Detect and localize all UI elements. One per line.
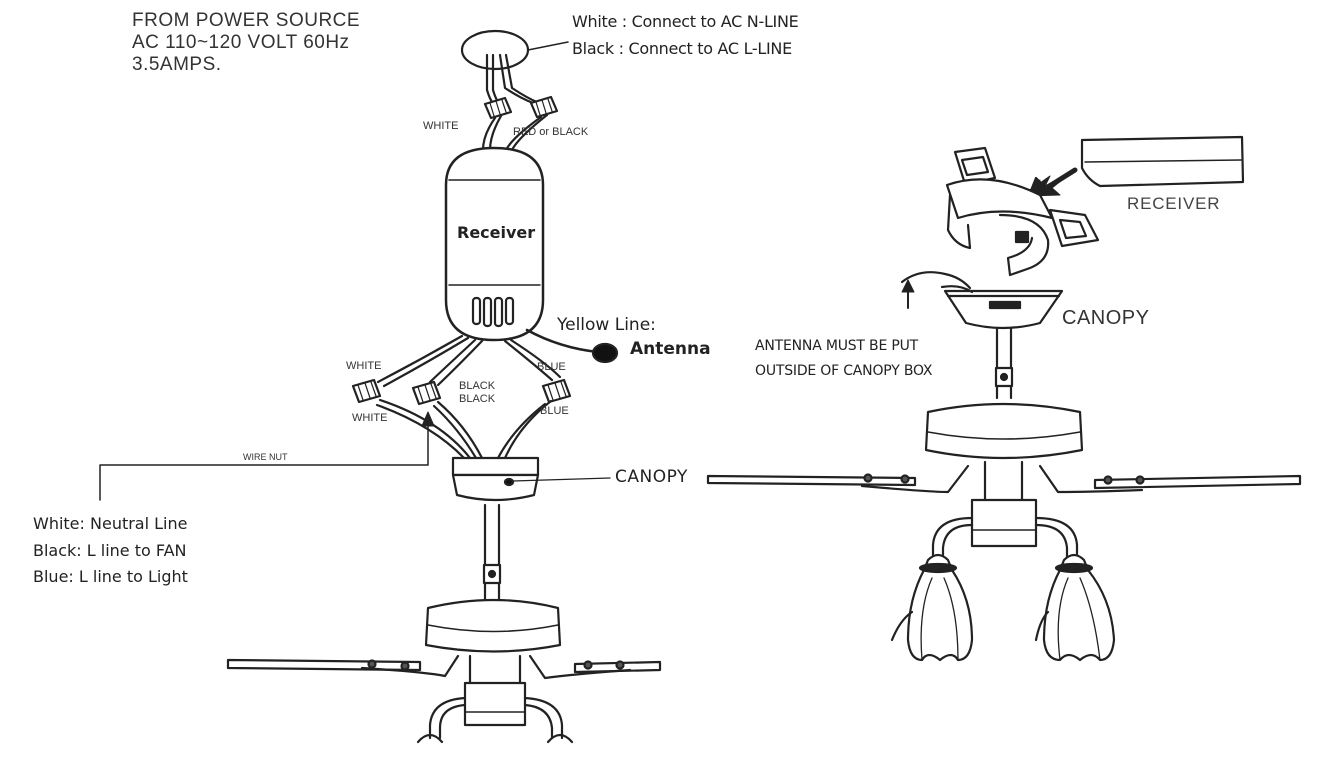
receiver-label: Receiver — [457, 223, 536, 242]
canopy-left-shape — [451, 456, 611, 502]
wire-white-top-label: WHITE — [346, 360, 382, 372]
legend-white: White: Neutral Line — [33, 514, 188, 533]
wire-nut-blue — [541, 378, 572, 404]
wire-nut-pointer — [99, 411, 435, 501]
glass-shade-left — [890, 553, 974, 662]
wire-color-legend: White: Neutral Line Black: L line to FAN… — [33, 511, 188, 591]
fan-blades-left — [226, 654, 662, 680]
fan-motor-left — [424, 598, 562, 685]
legend-black: Black: L line to FAN — [33, 540, 187, 560]
top-wire-nut-right — [529, 95, 559, 119]
downrod-right — [994, 326, 1014, 400]
mounting-bracket — [945, 146, 1100, 277]
legend-blue: Blue: L line to Light — [33, 567, 188, 586]
wire-black-bottom-label: BLACK — [459, 393, 496, 405]
power-junction-box — [460, 29, 569, 71]
antenna-placement-note: ANTENNA MUST BE PUT OUTSIDE OF CANOPY BO… — [755, 334, 932, 384]
black-connection-note: Black : Connect to AC L-LINE — [572, 39, 792, 58]
receiver-unit-right — [1080, 135, 1245, 188]
power-source-line-3: 3.5AMPS. — [132, 54, 222, 75]
power-source-line-2: AC 110~120 VOLT 60Hz — [132, 32, 350, 53]
wire-nut-black — [411, 380, 442, 406]
canopy-wires — [375, 398, 553, 460]
canopy-left-label: CANOPY — [615, 467, 688, 487]
power-source-line-1: FROM POWER SOURCE — [132, 10, 361, 31]
white-connection-note: White : Connect to AC N-LINE — [572, 12, 799, 31]
canopy-right-label: CANOPY — [1062, 307, 1150, 329]
top-wire-white-label: WHITE — [423, 120, 459, 132]
top-wire-red-black-label: RED or BLACK — [513, 126, 589, 138]
glass-shade-right — [1034, 553, 1116, 662]
wire-nut-label: WIRE NUT — [243, 452, 288, 462]
top-wire-nut-left — [483, 96, 513, 120]
antenna-note-line-2: OUTSIDE OF CANOPY BOX — [755, 363, 933, 379]
downrod-left — [482, 503, 502, 602]
light-kit-right — [931, 498, 1079, 562]
receiver-right-label: RECEIVER — [1127, 194, 1221, 213]
power-source-note: FROM POWER SOURCE AC 110~120 VOLT 60Hz 3… — [132, 10, 360, 76]
antenna-wire — [525, 328, 619, 364]
connection-notes: White : Connect to AC N-LINE Black : Con… — [572, 8, 799, 62]
canopy-right-shape — [900, 271, 1064, 330]
yellow-line-label: Yellow Line: — [557, 315, 656, 335]
wire-white-bottom-label: WHITE — [352, 412, 388, 424]
wire-blue-bottom-label: BLUE — [540, 405, 569, 417]
supply-wires — [485, 53, 541, 105]
wire-black-top-label: BLACK — [459, 380, 496, 392]
antenna-note-line-1: ANTENNA MUST BE PUT — [755, 338, 918, 354]
receiver-output-wires — [376, 334, 562, 388]
antenna-label: Antenna — [630, 339, 711, 359]
light-kit-left — [416, 681, 574, 744]
wire-nut-white — [351, 378, 382, 404]
fan-motor-right — [924, 402, 1084, 502]
fan-blades-right — [706, 464, 1302, 494]
wire-blue-top-label: BLUE — [537, 361, 566, 373]
receiver-box — [444, 146, 545, 342]
